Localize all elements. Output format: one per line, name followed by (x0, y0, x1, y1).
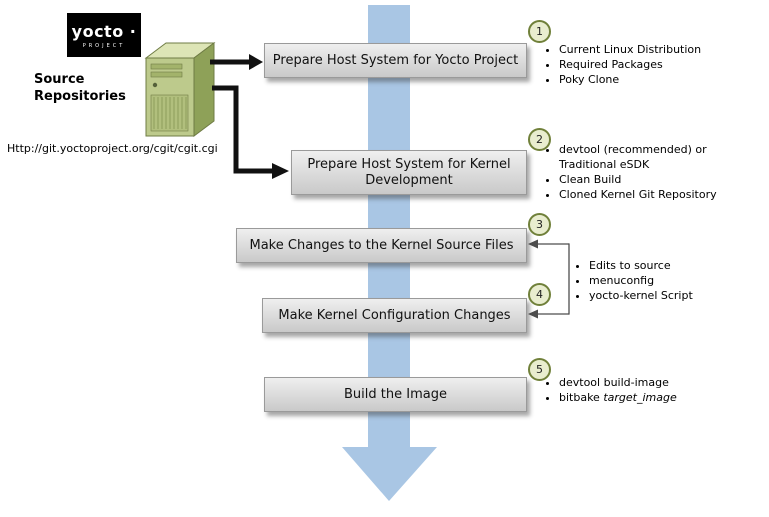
bracket-steps-3-4 (528, 239, 570, 319)
bitbake-command-prefix: bitbake (559, 391, 604, 404)
step-box-1: Prepare Host System for Yocto Project (264, 43, 527, 78)
bullet-item: devtool (recommended) or Traditional eSD… (559, 142, 737, 172)
bullet-item: Poky Clone (559, 72, 764, 87)
source-repositories-line2: Repositories (34, 89, 126, 104)
bullet-item: Clean Build (559, 172, 737, 187)
bullet-item: devtool build-image (559, 375, 764, 390)
steps-3-4-shared-bullet-list: Edits to source menuconfig yocto-kernel … (576, 258, 754, 303)
step1-bullet-list: Current Linux Distribution Required Pack… (546, 42, 764, 87)
step-number-5: 5 (528, 358, 551, 381)
yocto-logo: yocto · PROJECT (67, 13, 141, 57)
source-repositories-label: Source Repositories (34, 71, 126, 105)
bitbake-target-image: target_image (603, 391, 677, 404)
source-repositories-line1: Source (34, 72, 85, 87)
bullet-item: bitbake target_image (559, 390, 764, 405)
bullet-item: Current Linux Distribution (559, 42, 764, 57)
arrow-source-to-step2 (212, 85, 289, 179)
bullet-item: yocto-kernel Script (589, 288, 754, 303)
server-icon (144, 42, 216, 137)
bullet-item: menuconfig (589, 273, 754, 288)
step-box-3-label: Make Changes to the Kernel Source Files (249, 237, 514, 253)
step-box-1-label: Prepare Host System for Yocto Project (272, 52, 519, 68)
step2-bullet-list: devtool (recommended) or Traditional eSD… (546, 142, 737, 202)
step-box-5-label: Build the Image (344, 386, 447, 402)
repository-url: Http://git.yoctoproject.org/cgit/cgit.cg… (7, 142, 218, 155)
step-box-4-label: Make Kernel Configuration Changes (278, 307, 511, 323)
step-box-3: Make Changes to the Kernel Source Files (236, 228, 527, 263)
step-number-1: 1 (528, 20, 551, 43)
step-box-2: Prepare Host System for Kernel Developme… (291, 150, 527, 195)
bullet-item: Cloned Kernel Git Repository (559, 187, 737, 202)
arrow-source-to-step1 (210, 54, 263, 70)
yocto-logo-subtext: PROJECT (82, 42, 126, 49)
step-box-2-label: Prepare Host System for Kernel Developme… (307, 156, 511, 188)
step-number-2: 2 (528, 128, 551, 151)
step-number-4: 4 (528, 283, 551, 306)
step-number-3: 3 (528, 213, 551, 236)
yocto-logo-text: yocto · (71, 21, 137, 41)
step-box-5: Build the Image (264, 377, 527, 412)
bullet-item: Edits to source (589, 258, 754, 273)
step-box-4: Make Kernel Configuration Changes (262, 298, 527, 333)
step5-bullet-list: devtool build-image bitbake target_image (546, 375, 764, 405)
bullet-item: Required Packages (559, 57, 764, 72)
